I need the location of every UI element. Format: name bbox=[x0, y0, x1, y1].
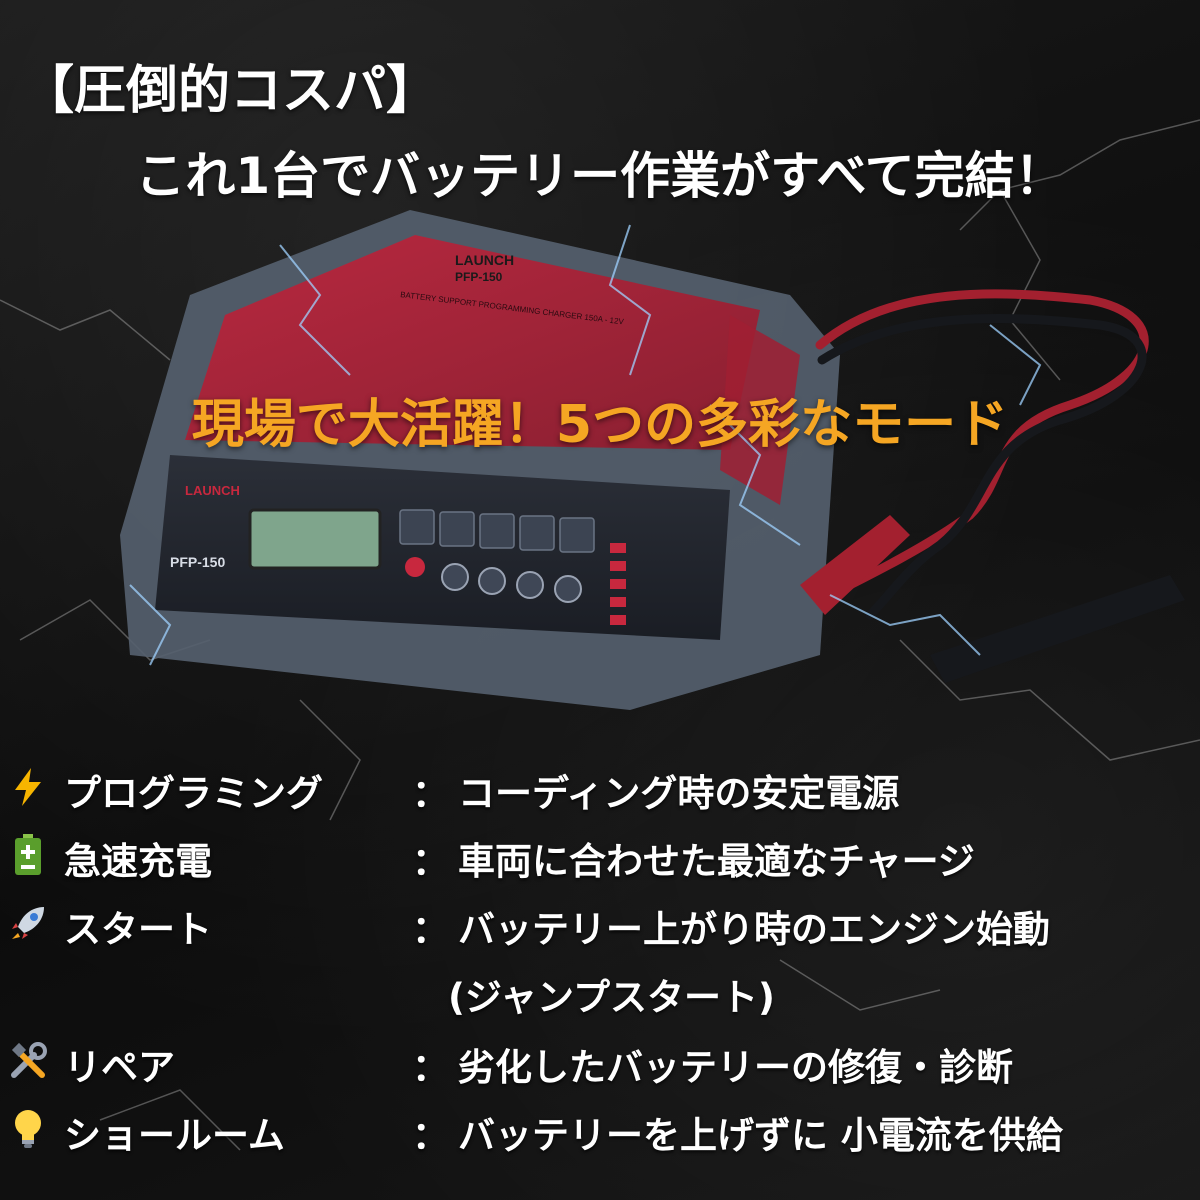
mode-name: プログラミング bbox=[64, 772, 323, 815]
headline-line-2: これ1台でバッテリー作業がすべて完結！ bbox=[135, 147, 1065, 205]
mode-separator: ： bbox=[412, 908, 449, 951]
mode-name: ショールーム bbox=[64, 1114, 285, 1157]
modes-heading: 現場で大活躍！5つの多彩なモード bbox=[191, 395, 1009, 455]
mode-separator: ： bbox=[412, 840, 449, 883]
mode-description: 劣化したバッテリーの修復・診断 bbox=[458, 1046, 1013, 1089]
mode-item-repair: リペア ： 劣化したバッテリーの修復・診断 bbox=[0, 1029, 1200, 1097]
mode-name: リペア bbox=[64, 1046, 175, 1089]
headline-line-1: 【圧倒的コスパ】 bbox=[22, 61, 439, 121]
mode-separator: ： bbox=[412, 772, 449, 815]
mode-description-note: (ジャンプスタート) bbox=[448, 976, 775, 1019]
lightning-icon bbox=[8, 765, 48, 809]
product-brand-front: LAUNCH bbox=[185, 483, 240, 498]
battery-charger-image: LAUNCH PFP-150 BATTERY SUPPORT PROGRAMMI… bbox=[120, 210, 1185, 710]
tools-icon bbox=[8, 1039, 48, 1083]
mode-separator: ： bbox=[412, 1114, 449, 1157]
product-brand-label: LAUNCH bbox=[455, 252, 514, 268]
battery-icon bbox=[8, 833, 48, 877]
product-model-front: PFP-150 bbox=[170, 554, 225, 570]
mode-separator: ： bbox=[412, 1046, 449, 1089]
mode-item-showroom: ショールーム ： バッテリーを上げずに 小電流を供給 bbox=[0, 1097, 1200, 1165]
mode-description: バッテリー上がり時のエンジン始動 bbox=[458, 908, 1050, 951]
mode-name: スタート bbox=[64, 908, 212, 951]
mode-description: 車両に合わせた最適なチャージ bbox=[458, 840, 975, 883]
mode-item-fast-charge: 急速充電 ： 車両に合わせた最適なチャージ bbox=[0, 823, 1200, 891]
lightbulb-icon bbox=[8, 1107, 48, 1151]
mode-list: プログラミング ： コーディング時の安定電源 急速充電 ： 車両に合わせた最適な… bbox=[0, 755, 1200, 1165]
mode-description: コーディング時の安定電源 bbox=[458, 772, 900, 815]
mode-name: 急速充電 bbox=[64, 840, 212, 883]
mode-description: バッテリーを上げずに 小電流を供給 bbox=[458, 1114, 1063, 1157]
product-model-top: PFP-150 bbox=[455, 270, 503, 284]
mode-item-start: スタート ： バッテリー上がり時のエンジン始動 (ジャンプスタート) bbox=[0, 891, 1200, 1029]
mode-item-programming: プログラミング ： コーディング時の安定電源 bbox=[0, 755, 1200, 823]
rocket-icon bbox=[8, 901, 48, 945]
